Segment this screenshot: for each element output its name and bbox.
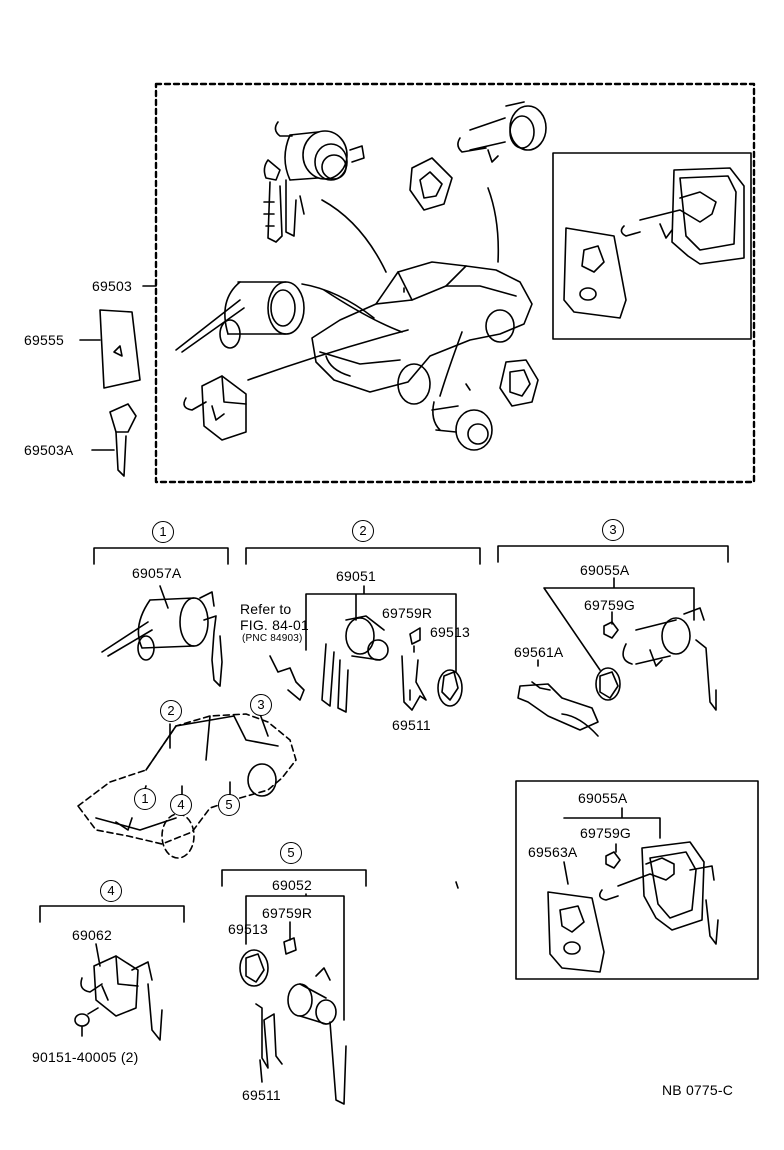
leader-69055A-b [563,807,661,839]
door-cyl-5-drawing [287,967,347,1105]
label-69511-5: 69511 [242,1087,281,1103]
key-tag-drawing [99,309,141,389]
leader-69563A [563,861,569,885]
callout-1: 1 [152,521,174,543]
label-69057A: 69057A [132,565,182,581]
label-69759R-2: 69759R [382,605,433,621]
bracket-3 [497,545,729,563]
pad-2-drawing [437,669,463,707]
label-69503A: 69503A [24,442,74,458]
car-callout-1: 1 [134,788,156,810]
label-69759R-5: 69759R [262,905,313,921]
callout-4: 4 [100,880,122,902]
inset-frame-bottom [515,780,759,980]
label-69513-5: 69513 [228,921,268,937]
inset-frame-top [552,152,752,340]
screw-4-drawing [74,1007,99,1037]
label-69051: 69051 [336,568,376,584]
callout-5: 5 [280,842,302,864]
key-blank-drawing [109,403,137,477]
bracket-5 [221,869,367,887]
label-69503: 69503 [92,278,132,294]
retainer-2-drawing [401,655,427,711]
label-69513-2: 69513 [430,624,470,640]
trunk-lock-drawing [457,101,547,163]
label-69055A-3: 69055A [580,562,630,578]
inset-bottom-drawing [547,841,719,973]
clip-r-2-drawing [409,627,421,653]
pad-lower-drawing [499,359,539,407]
leader-69062 [95,943,101,967]
bracket-2 [245,547,481,565]
ignition-cyl-1-drawing [101,591,223,687]
car-callout-2: 2 [160,700,182,722]
label-69055A-b: 69055A [578,790,628,806]
pad-5-drawing [239,949,269,987]
clip-r-5-drawing [283,937,297,955]
clip-g-3-drawing [603,621,619,639]
car-callout-3: 3 [250,694,272,716]
door-cylinder-drawing [263,121,365,243]
leader-69057A [159,585,169,609]
retainer-5-drawing [255,1003,283,1083]
label-69062: 69062 [72,927,112,943]
glovebox-lock-4-drawing [80,955,163,1041]
label-69759G-3: 69759G [584,597,636,613]
callout-2: 2 [352,520,374,542]
pad-drawing [409,157,453,211]
car-callout-5: 5 [218,794,240,816]
label-90151-40005: 90151-40005 (2) [32,1049,139,1065]
trunk-lock-3-drawing [622,607,717,711]
inset-top-drawing [563,167,745,319]
label-69561A: 69561A [514,644,564,660]
label-69563A: 69563A [528,844,578,860]
door-cyl-2-drawing [269,615,389,713]
callout-3: 3 [602,519,624,541]
label-69511-2: 69511 [392,717,431,733]
leader-69052 [245,893,345,1021]
leader-69051 [305,585,457,673]
car-callout-4: 4 [170,794,192,816]
trunk-plate-3-drawing [517,659,599,737]
label-69555: 69555 [24,332,64,348]
refer-line-1: Refer to [240,601,292,617]
glovebox-lock-drawing [183,375,247,441]
car-outline-drawing [247,187,533,405]
trunk-lock-lower-drawing [431,331,493,451]
bracket-4 [39,905,185,923]
label-69759G-b: 69759G [580,825,632,841]
ignition-cylinder-drawing [175,281,305,353]
car-index-drawing [77,713,297,859]
bracket-1 [93,547,229,565]
label-69052: 69052 [272,877,312,893]
refer-line-2: FIG. 84-01 [240,617,309,633]
refer-line-3: (PNC 84903) [242,633,303,644]
drawing-code: NB 0775-C [662,1082,734,1098]
kit-frame [154,82,756,484]
leader-69055A [543,577,695,671]
stray-mark [455,881,459,889]
pad-3-drawing [595,667,621,701]
